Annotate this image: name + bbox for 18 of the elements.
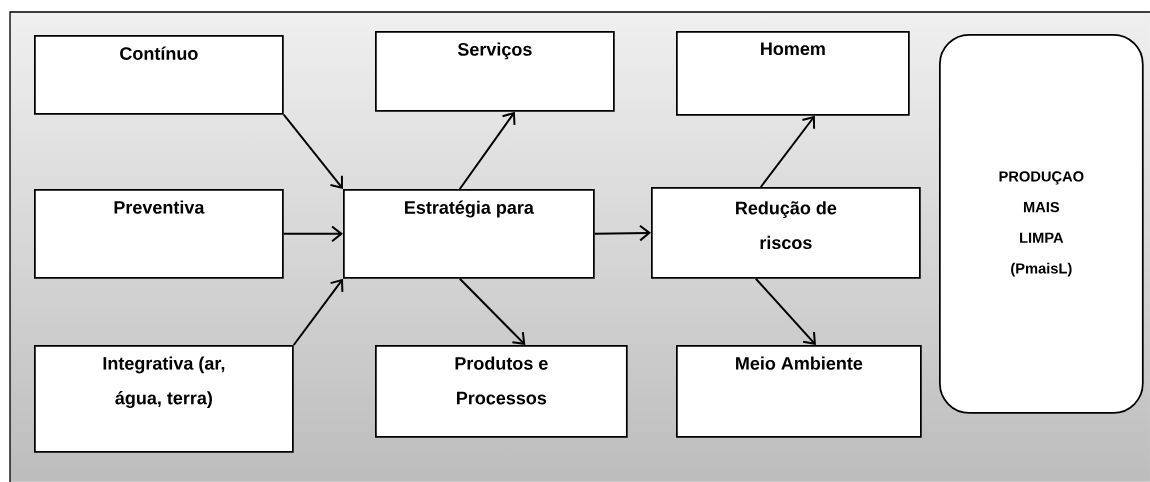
arrow — [593, 224, 651, 242]
arrow — [292, 278, 344, 346]
process-box: Redução de riscos — [651, 187, 921, 279]
arrow — [754, 277, 816, 345]
arrow — [458, 277, 526, 345]
arrow — [458, 111, 516, 190]
process-box: Produtos e Processos — [375, 345, 628, 438]
process-box: Meio Ambiente — [676, 345, 922, 438]
process-box: Integrativa (ar, água, terra) — [34, 345, 294, 453]
process-box: Contínuo — [34, 35, 284, 115]
process-box: Homem — [676, 31, 910, 116]
process-box: Serviços — [375, 31, 615, 112]
arrow — [282, 225, 343, 243]
rounded-box: PRODUÇAO MAIS LIMPA (PmaisL) — [939, 34, 1144, 414]
process-box: Preventiva — [34, 189, 284, 279]
arrow — [759, 115, 816, 188]
arrow — [282, 113, 343, 189]
process-box: Estratégia para — [343, 189, 595, 279]
